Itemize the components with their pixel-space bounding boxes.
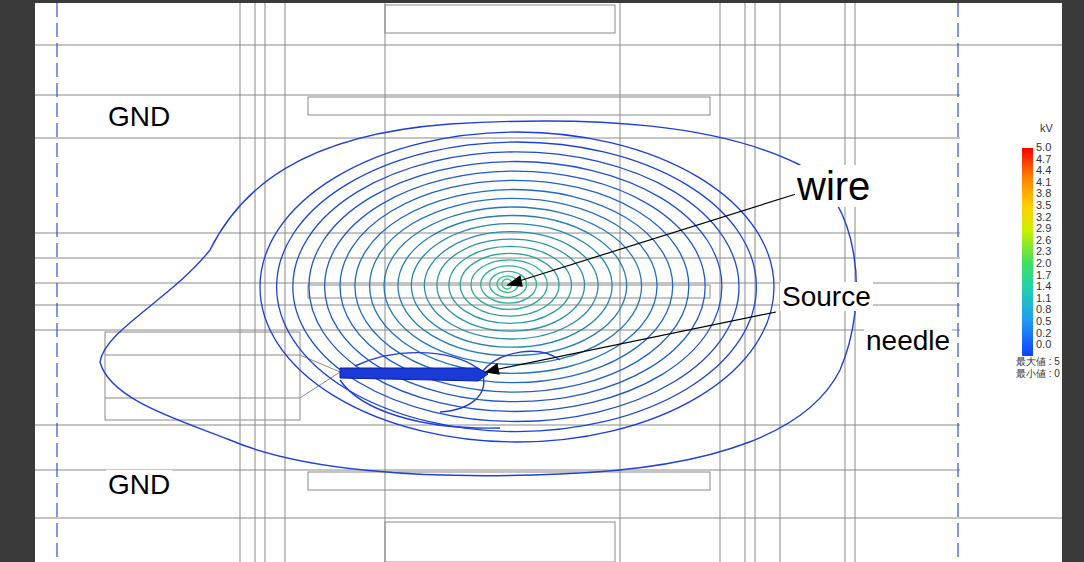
equipotential-line [471,260,547,310]
equipotential-line [449,246,572,323]
arrow-head [486,364,499,374]
scale-tick-label: 2.6 [1036,235,1051,247]
equipotential-line [325,171,706,402]
arrow-head [508,276,522,286]
unit-label: kV [1040,123,1053,135]
equipotential-line [277,142,757,432]
equipotential-line [411,224,612,348]
scale-tick-label: 4.7 [1036,154,1051,166]
part-label: needle [864,326,952,355]
equipotential-line [370,198,657,373]
part-label: wire [795,165,872,207]
scale-tick-label: 2.9 [1036,223,1051,235]
scale-tick-label: 0.2 [1036,328,1051,340]
scale-tick-label: 1.4 [1036,281,1051,293]
equipotential-line [340,180,689,392]
ground-label: GND [106,102,172,131]
scale-tick-label: 4.4 [1036,165,1051,177]
scale-tick-label: 2.3 [1036,246,1051,258]
scale-tick-label: 4.1 [1036,177,1051,189]
leader-line [516,194,796,282]
ground-label: GND [106,470,172,499]
equipotential-line [481,266,537,303]
equipotential-line [398,216,627,356]
scale-tick-label: 0.0 [1036,339,1051,351]
equipotential-line [293,152,739,422]
scale-tick-label: 3.2 [1036,212,1051,224]
equipotential-line [437,239,585,331]
scale-tick-label: 3.8 [1036,188,1051,200]
scale-tick-label: 0.5 [1036,316,1051,328]
equipotential-line [424,232,598,339]
equipotential-line [384,207,642,364]
scale-tick-label: 1.7 [1036,270,1051,282]
needle-contour [340,380,500,428]
scale-tick-label: 1.1 [1036,293,1051,305]
scale-tick-label: 0.8 [1036,304,1051,316]
source-needle [340,368,488,381]
color-scale-bar [1022,148,1033,356]
part-label: Source [780,282,873,311]
equipotential-line [260,132,774,442]
equipotential-line [460,253,559,316]
range-note: 最小値 : 0 [1016,369,1060,380]
outer-contour [100,121,856,476]
range-note: 最大値 : 5 [1016,357,1060,368]
scale-tick-label: 2.0 [1036,258,1051,270]
leader-line [494,312,776,370]
equipotential-line [309,162,722,412]
needle-contour [355,353,484,412]
scale-tick-label: 5.0 [1036,142,1051,154]
equipotential-line [490,271,527,297]
scale-tick-label: 3.5 [1036,200,1051,212]
